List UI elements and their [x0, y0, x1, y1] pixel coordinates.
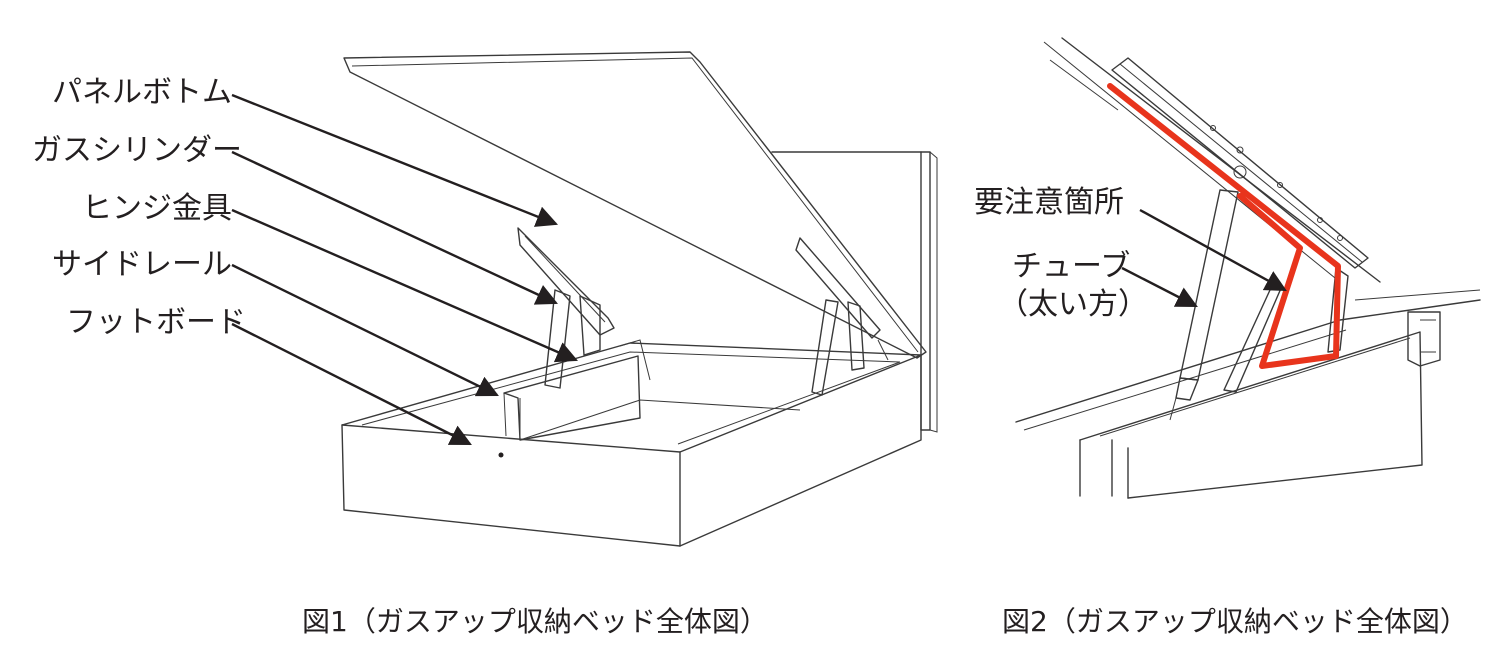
figure1-leader-arrows	[231, 93, 578, 446]
arrow-foot-board	[231, 322, 472, 446]
label-hinge-fitting: ヒンジ金具	[82, 191, 232, 226]
arrow-gas-cylinder	[231, 150, 558, 305]
figure1-bed-drawing	[341, 51, 938, 547]
label-side-rail: サイドレール	[52, 247, 232, 282]
label-tube-line1: チューブ	[1012, 249, 1131, 284]
arrow-attention-point	[1139, 208, 1287, 292]
arrow-side-rail	[231, 263, 499, 397]
label-gas-cylinder: ガスシリンダー	[32, 133, 242, 168]
label-attention-point: 要注意箇所	[974, 185, 1124, 220]
arrow-panel-bottom	[231, 93, 559, 227]
arrow-tube	[1121, 266, 1198, 308]
label-foot-board: フットボード	[66, 305, 246, 340]
figure2-caption: 図2（ガスアップ収納ベッド全体図）	[1002, 605, 1468, 638]
figure1-caption: 図1（ガスアップ収納ベッド全体図）	[302, 605, 768, 638]
figure2-leader-arrows	[1121, 208, 1287, 308]
label-panel-bottom: パネルボトム	[52, 75, 232, 110]
attention-highlight	[1107, 83, 1341, 369]
arrow-hinge	[231, 208, 578, 363]
label-tube-line2: （太い方）	[998, 287, 1148, 322]
